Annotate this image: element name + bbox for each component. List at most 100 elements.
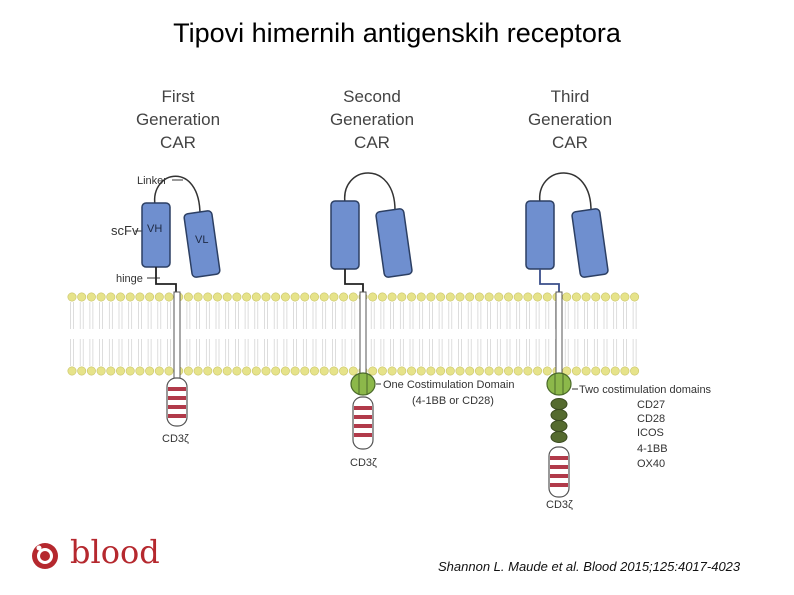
lipid-head xyxy=(397,366,407,376)
itam-stripes xyxy=(550,456,568,487)
lipid-head xyxy=(67,292,77,302)
hinge-label: hinge xyxy=(116,273,143,285)
lipid-head xyxy=(465,292,475,302)
lipid-head xyxy=(319,292,329,302)
first-generation-line2: Generation xyxy=(136,110,220,129)
lipid-head xyxy=(145,366,155,376)
lipid-head xyxy=(368,292,378,302)
lipid-head xyxy=(280,292,290,302)
lipid-head xyxy=(387,292,397,302)
lipid-head xyxy=(445,292,455,302)
citation: Shannon L. Maude et al. Blood 2015;125:4… xyxy=(438,559,741,574)
lipid-head xyxy=(416,292,426,302)
itam-stripes xyxy=(354,406,372,437)
costim-option: CD27 xyxy=(637,399,665,411)
lipid-head xyxy=(513,366,523,376)
transmembrane-domain xyxy=(359,291,367,375)
lipid-head xyxy=(620,366,630,376)
lipid-head xyxy=(86,366,96,376)
lipid-head xyxy=(135,292,145,302)
lipid-head xyxy=(348,292,358,302)
vh-domain xyxy=(525,200,555,270)
blood-cell-icon xyxy=(32,543,58,569)
slide-title: Tipovi himernih antigenskih receptora xyxy=(173,18,621,48)
lipid-head xyxy=(377,366,387,376)
lipid-head xyxy=(203,366,213,376)
lipid-head xyxy=(251,366,261,376)
lipid-head xyxy=(96,292,106,302)
lipid-head xyxy=(474,366,484,376)
lipid-head xyxy=(571,292,581,302)
costimulation-domain xyxy=(350,372,376,396)
lipid-head xyxy=(600,292,610,302)
lipid-head xyxy=(542,366,552,376)
lipid-head xyxy=(222,292,232,302)
lipid-head xyxy=(600,366,610,376)
lipid-head xyxy=(280,366,290,376)
linker-loop xyxy=(539,172,592,213)
one-costim-sublabel: (4-1BB or CD28) xyxy=(412,395,494,407)
second-generation-header: Second Generation CAR xyxy=(330,87,414,152)
costimulation-domain xyxy=(546,372,572,396)
lipid-head xyxy=(329,292,339,302)
third-generation-line1: Third xyxy=(551,87,590,106)
lipid-head xyxy=(271,292,281,302)
lipid-head xyxy=(513,292,523,302)
third-generation-header: Third Generation CAR xyxy=(528,87,612,152)
cd3-label: CD3ζ xyxy=(350,457,377,469)
lipid-head xyxy=(77,366,87,376)
first-generation-header: First Generation CAR xyxy=(136,87,220,152)
lipid-head xyxy=(581,292,591,302)
lipid-head xyxy=(436,292,446,302)
lipid-head xyxy=(183,292,193,302)
lipid-head xyxy=(183,366,193,376)
hinge-path xyxy=(539,269,560,292)
lipid-head xyxy=(474,292,484,302)
vl-domain xyxy=(183,210,221,278)
lipid-head xyxy=(242,366,252,376)
third-generation-car: CD3ζ Two costimulation domains CD27 CD28… xyxy=(525,172,712,511)
lipid-head xyxy=(416,366,426,376)
costim-option: CD28 xyxy=(637,413,665,425)
lipid-head xyxy=(571,366,581,376)
costim-options-list: CD27 CD28 ICOS 4-1BB OX40 xyxy=(637,399,668,470)
lipid-head xyxy=(339,366,349,376)
lipid-head xyxy=(610,292,620,302)
lipid-head xyxy=(523,366,533,376)
cd3-label: CD3ζ xyxy=(546,499,573,511)
costim-option: ICOS xyxy=(637,427,664,439)
lipid-head xyxy=(455,292,465,302)
lipid-head xyxy=(290,366,300,376)
lipid-head xyxy=(562,292,572,302)
lipid-head xyxy=(164,292,174,302)
lipid-head xyxy=(125,292,135,302)
second-generation-line1: Second xyxy=(343,87,401,106)
first-generation-line3: CAR xyxy=(160,133,196,152)
lipid-head xyxy=(348,366,358,376)
lipid-head xyxy=(368,366,378,376)
lipid-head xyxy=(290,292,300,302)
vh-domain xyxy=(141,202,171,268)
lipid-head xyxy=(116,292,126,302)
lipid-head xyxy=(232,292,242,302)
lipid-head xyxy=(106,366,116,376)
blood-journal-logo: blood xyxy=(30,533,170,577)
lipid-head xyxy=(125,366,135,376)
lipid-head xyxy=(406,366,416,376)
lipid-head xyxy=(445,366,455,376)
lipid-head xyxy=(242,292,252,302)
lipid-head xyxy=(135,366,145,376)
lipid-head xyxy=(309,366,319,376)
lipid-head xyxy=(533,292,543,302)
lipid-head xyxy=(300,366,310,376)
lipid-head xyxy=(630,366,640,376)
hinge-path xyxy=(155,267,177,292)
lipid-head xyxy=(251,292,261,302)
lipid-head xyxy=(533,366,543,376)
third-generation-line2: Generation xyxy=(528,110,612,129)
lipid-head xyxy=(494,292,504,302)
cd3-zeta-domain xyxy=(352,396,374,450)
two-costim-label: Two costimulation domains xyxy=(579,384,712,396)
lipid-head xyxy=(630,292,640,302)
scfv-label: scFv xyxy=(111,223,139,238)
